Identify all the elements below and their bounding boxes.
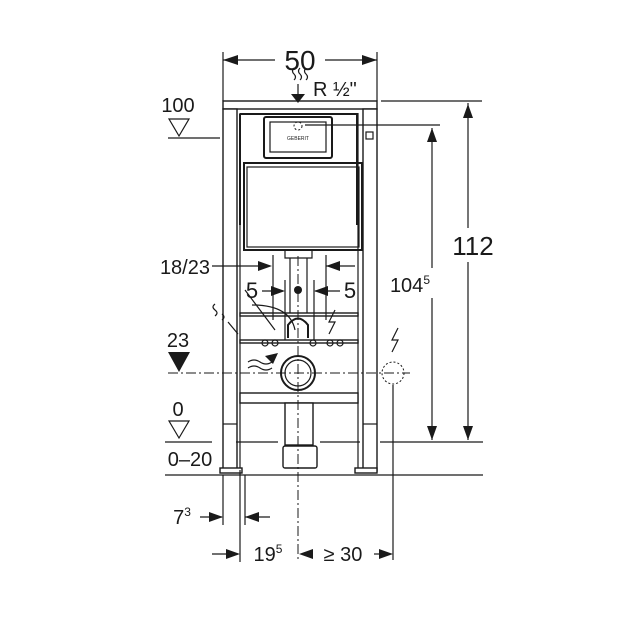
- cistern: GEBERIT: [239, 113, 363, 347]
- floor-range-label: 0–20: [168, 449, 213, 471]
- water-icon: [247, 359, 273, 371]
- installation-frame: [219, 100, 378, 474]
- depth-label: 73: [173, 505, 191, 529]
- axis-distance-label: 195: [254, 542, 283, 566]
- electric-icon: [328, 309, 336, 335]
- water-icon: [291, 67, 309, 81]
- supply-label: R ½": [313, 79, 357, 101]
- electric-distance-label: ≥ 30: [324, 544, 363, 566]
- total-height-label: 112: [452, 231, 493, 261]
- top-level-label: 100: [161, 95, 194, 117]
- width-label: 50: [284, 45, 315, 76]
- offset-left-label: 5: [246, 278, 258, 303]
- floor-level-label: 0: [172, 399, 183, 421]
- outlet-pipe: [280, 256, 318, 560]
- geberit-logo: GEBERIT: [287, 136, 309, 142]
- outlet-level-label: 23: [167, 330, 189, 352]
- width-dimension: 50: [222, 45, 378, 101]
- total-height-dimension: 112: [381, 100, 494, 440]
- inner-height-label: 1045: [390, 273, 430, 297]
- water-icon: [212, 303, 239, 335]
- inner-height-dimension: 1045: [305, 124, 440, 440]
- electric-icon: [391, 327, 399, 353]
- pipe-spacing-label: 18/23: [160, 257, 210, 279]
- offset-right-label: 5: [344, 278, 356, 303]
